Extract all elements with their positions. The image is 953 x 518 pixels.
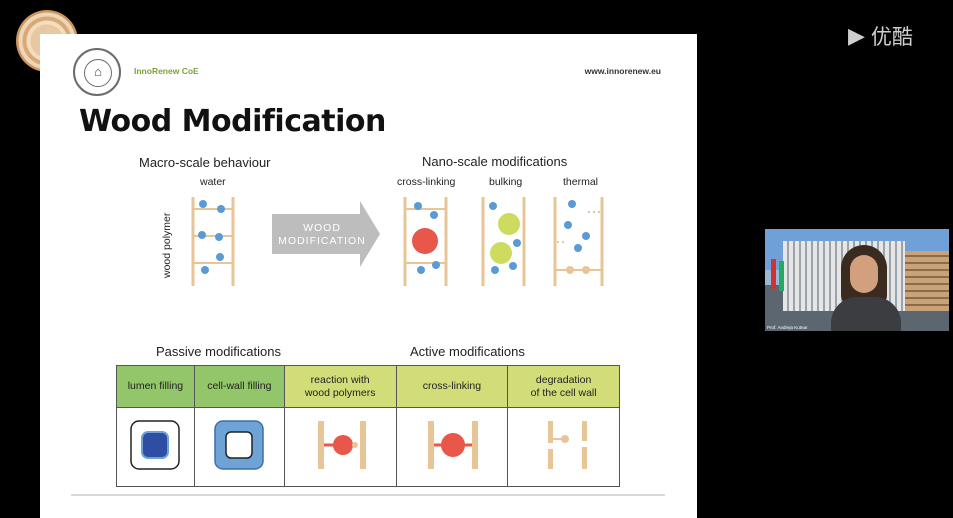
arrow-text-line2: MODIFICATION [278,235,366,247]
table-icon-row [116,407,620,487]
header-cell-wall-filling: cell-wall filling [193,365,285,408]
wood-building [905,251,949,311]
header-polymer-reaction: reaction with wood polymers [283,365,397,408]
cross-linking-icon [427,421,478,469]
cell-wall-filling-icon [214,420,265,470]
nano-scale-label: Nano-scale modifications [422,154,568,169]
modification-diagram [191,197,604,286]
flag [779,261,784,291]
modification-types-table: lumen filling cell-wall filling reaction… [116,365,620,487]
water-label: water [200,176,226,188]
cross-linking-ladder [403,197,448,286]
passive-modifications-label: Passive modifications [156,344,281,359]
slide-footer-line [71,494,665,496]
cell-lumen-filling [116,407,195,487]
speaker-name: Prof. Andreja Kutnar [767,325,808,330]
lumen-filling-icon [130,420,181,470]
innorenew-logo: ⌂ [73,48,121,96]
cell-wall-degradation-icon [547,421,587,469]
house-icon: ⌂ [84,59,112,87]
bulking-label: bulking [489,176,523,188]
modification-arrow [272,201,380,267]
speaker-video[interactable]: Prof. Andreja Kutnar [765,229,949,331]
website-url: www.innorenew.eu [584,66,661,76]
bulking-ladder [481,197,526,286]
arrow-text: WOOD MODIFICATION [273,222,371,248]
cross-linking-label: cross-linking [397,176,456,188]
youku-watermark: ▶ 优酷 [848,20,913,52]
play-logo-icon: ▶ [848,23,865,48]
cell-cell-wall-filling [193,407,285,487]
watermark-text: 优酷 [870,25,913,49]
thermal-label: thermal [563,176,599,188]
cell-polymer-reaction [283,407,397,487]
header-degradation: degradation of the cell wall [507,365,620,408]
thermal-ladder [553,197,604,286]
speaker [831,245,901,331]
presentation-slide: ⌂ InnoRenew CoE www.innorenew.eu Wood Mo… [40,34,697,518]
cell-degradation [507,407,620,487]
macro-polymer-ladder [191,197,235,286]
macro-scale-label: Macro-scale behaviour [139,155,271,170]
flag [771,259,776,289]
cell-cross-linking [395,407,509,487]
arrow-text-line1: WOOD [303,222,341,234]
water-molecules-macro [198,200,225,274]
polymer-reaction-icon [318,421,367,469]
active-modifications-label: Active modifications [410,344,525,359]
slide-title: Wood Modification [79,104,386,139]
header-cross-linking: cross-linking [395,365,509,408]
org-name: InnoRenew CoE [134,66,199,76]
header-lumen-filling: lumen filling [116,365,195,408]
table-header-row: lumen filling cell-wall filling reaction… [116,365,620,408]
